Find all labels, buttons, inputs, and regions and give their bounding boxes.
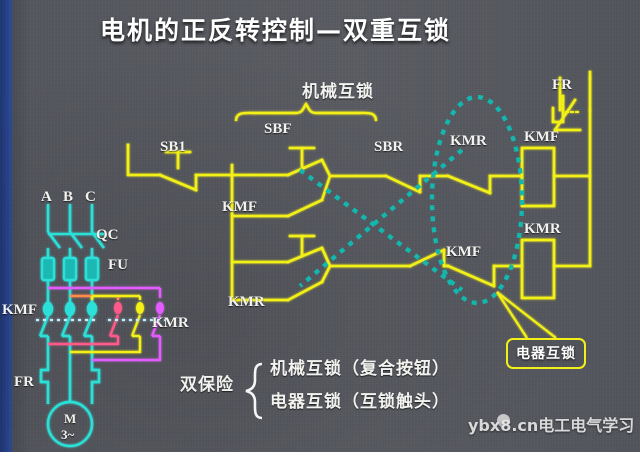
kmr-seal-contact-label: KMR: [228, 294, 265, 310]
sb1-label: SB1: [160, 139, 186, 155]
kmf-interlock-contact-label: KMF: [446, 244, 481, 260]
watermark-text: ybx8.cn电工电气学习: [468, 416, 635, 435]
kmr-interlock-contact-label: KMR: [450, 133, 487, 149]
summary-item-1: 机械互锁（复合按钮）: [270, 359, 450, 379]
kmf-seal-contact-label: KMF: [222, 199, 257, 215]
fu-fuse-label: FU: [108, 257, 128, 273]
kmf-coil-label: KMF: [524, 129, 559, 145]
kmr-main-contact-label: KMR: [152, 315, 189, 331]
summary-heading: 双保险: [180, 375, 234, 395]
mechanical-interlock-brace: [234, 101, 378, 122]
kmr-reversing-bridge: [48, 286, 166, 362]
page-title: 电机的正反转控制—双重互锁: [100, 16, 452, 45]
qc-switch-label: QC: [96, 227, 119, 243]
electrical-interlock-callout: 电器互锁: [506, 338, 586, 369]
sbr-label: SBR: [374, 139, 404, 155]
mechanical-interlock-x: [298, 148, 464, 292]
motor-label-m: M: [64, 411, 77, 426]
power-circuit-group: [36, 204, 105, 448]
mechanical-interlock-label: 机械互锁: [302, 82, 374, 102]
phase-label-c: C: [85, 189, 96, 205]
motor-label-phase: 3~: [61, 427, 75, 442]
electrical-interlock-ellipse: [429, 94, 525, 306]
phase-label-b: B: [63, 189, 74, 205]
fr-heater-label: FR: [14, 374, 34, 390]
sbf-label: SBF: [264, 121, 292, 137]
summary-item-2: 电器互锁（互锁触头）: [270, 392, 450, 412]
control-circuit-group: [126, 70, 592, 302]
kmr-coil-label: KMR: [524, 221, 561, 237]
phase-label-a: A: [41, 189, 52, 205]
callout-leader-lines: [496, 291, 557, 339]
kmf-main-contact-label: KMF: [2, 302, 37, 318]
watermark-badge-icon: [497, 414, 510, 427]
fr-contact-label: FR: [552, 77, 572, 93]
